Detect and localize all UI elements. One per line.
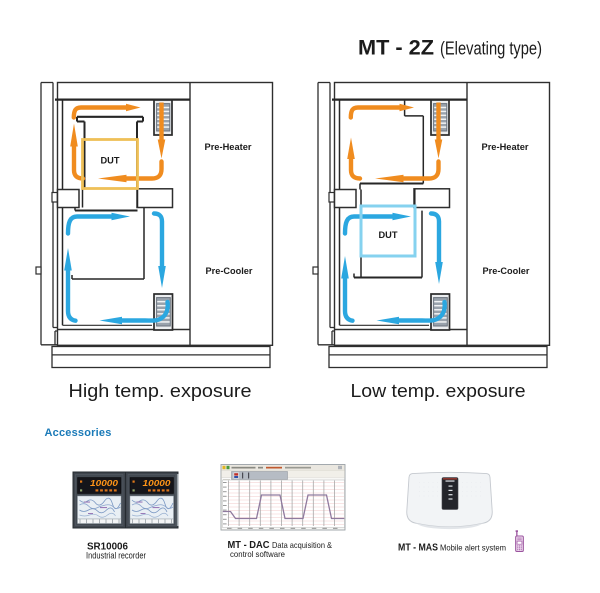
svg-text:Pre-Cooler: Pre-Cooler bbox=[206, 266, 253, 277]
svg-text:control software: control software bbox=[230, 549, 285, 559]
svg-text:Low temp. exposure: Low temp. exposure bbox=[351, 380, 526, 401]
svg-text:10000: 10000 bbox=[143, 478, 171, 488]
svg-text:Pre-Heater: Pre-Heater bbox=[482, 142, 529, 153]
svg-text:Industrial recorder: Industrial recorder bbox=[86, 551, 146, 561]
svg-text:Pre-Cooler: Pre-Cooler bbox=[483, 266, 530, 277]
svg-text:DUT: DUT bbox=[101, 156, 120, 167]
svg-text:Accessories: Accessories bbox=[45, 427, 112, 439]
svg-text:MT - MAS: MT - MAS bbox=[398, 542, 438, 554]
svg-text:Data acquisition &: Data acquisition & bbox=[272, 540, 332, 550]
svg-text:SR10006: SR10006 bbox=[87, 541, 128, 553]
svg-text:(Elevating type): (Elevating type) bbox=[440, 38, 542, 59]
svg-text:Mobile alert system: Mobile alert system bbox=[440, 543, 506, 553]
svg-text:MT - 2Z: MT - 2Z bbox=[358, 37, 434, 60]
svg-text:DUT: DUT bbox=[379, 230, 398, 241]
svg-text:High temp. exposure: High temp. exposure bbox=[69, 380, 252, 401]
svg-text:MT - DAC: MT - DAC bbox=[228, 540, 270, 551]
svg-text:10000: 10000 bbox=[90, 478, 118, 488]
svg-text:Pre-Heater: Pre-Heater bbox=[205, 142, 252, 153]
